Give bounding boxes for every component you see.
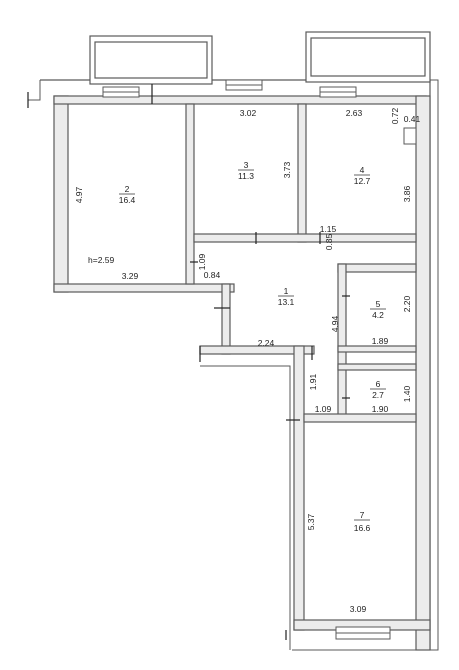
dim-r3-width: 3.02 — [240, 108, 257, 118]
room-area: 11.3 — [238, 171, 254, 181]
dim-corr-top: 1.15 — [320, 224, 337, 234]
dim-r1-right: 4.94 — [330, 315, 340, 332]
dim-r5-width: 1.89 — [372, 336, 389, 346]
room-4: 4 12.7 — [354, 165, 371, 186]
walls — [40, 79, 431, 651]
dim-r7-top: 1.09 — [315, 404, 332, 414]
dim-r7-height: 5.37 — [306, 513, 316, 530]
room-number: 3 — [244, 160, 249, 170]
room-area: 2.7 — [372, 390, 384, 400]
room-1: 1 13.1 — [278, 286, 295, 307]
dim-r6-height: 1.40 — [402, 385, 412, 402]
room-number: 5 — [376, 299, 381, 309]
room-area: 16.6 — [354, 523, 371, 533]
dim-r2-width: 3.29 — [122, 271, 139, 281]
room-number: 2 — [125, 184, 130, 194]
dim-r4-width: 2.63 — [346, 108, 363, 118]
dim-r4-niche-w: 0.41 — [404, 114, 421, 124]
room-3: 3 11.3 — [238, 160, 254, 181]
door-ticks — [27, 84, 350, 640]
balcony-left — [89, 35, 213, 85]
dimensions: 4.97 3.29 3.02 3.73 2.63 0.72 0.41 3.86 … — [74, 107, 421, 614]
room-number: 7 — [360, 510, 365, 520]
dim-r7-width: 3.09 — [350, 604, 367, 614]
room-area: 16.4 — [119, 195, 136, 205]
room-2: 2 16.4 — [119, 184, 136, 205]
room-number: 6 — [376, 379, 381, 389]
niche — [403, 127, 417, 145]
dim-r6-width: 1.90 — [372, 404, 389, 414]
dim-r1-narrow: 1.91 — [308, 373, 318, 390]
outer-boundary — [28, 79, 439, 651]
room-7: 7 16.6 — [354, 510, 371, 533]
room-number: 1 — [284, 286, 289, 296]
room-number: 4 — [360, 165, 365, 175]
room-5: 5 4.2 — [370, 299, 386, 320]
dim-r4-niche-h: 0.72 — [390, 107, 400, 124]
dim-corr-side: 0.85 — [324, 233, 334, 250]
dim-r4-height: 3.86 — [402, 185, 412, 202]
dim-r5-height: 2.20 — [402, 295, 412, 312]
room-area: 13.1 — [278, 297, 295, 307]
balcony-right — [305, 31, 431, 83]
room-area: 4.2 — [372, 310, 384, 320]
dim-r2-height: 4.97 — [74, 186, 84, 203]
dim-corr-notch: 0.84 — [204, 270, 221, 280]
ceiling-height: h=2.59 — [88, 255, 115, 265]
dim-r3-height: 3.73 — [282, 161, 292, 178]
dim-r1-bottom: 2.24 — [258, 338, 275, 348]
room-area: 12.7 — [354, 176, 371, 186]
dim-corr-left: 1.09 — [197, 253, 207, 270]
windows — [102, 79, 391, 640]
room-6: 6 2.7 — [370, 379, 386, 400]
